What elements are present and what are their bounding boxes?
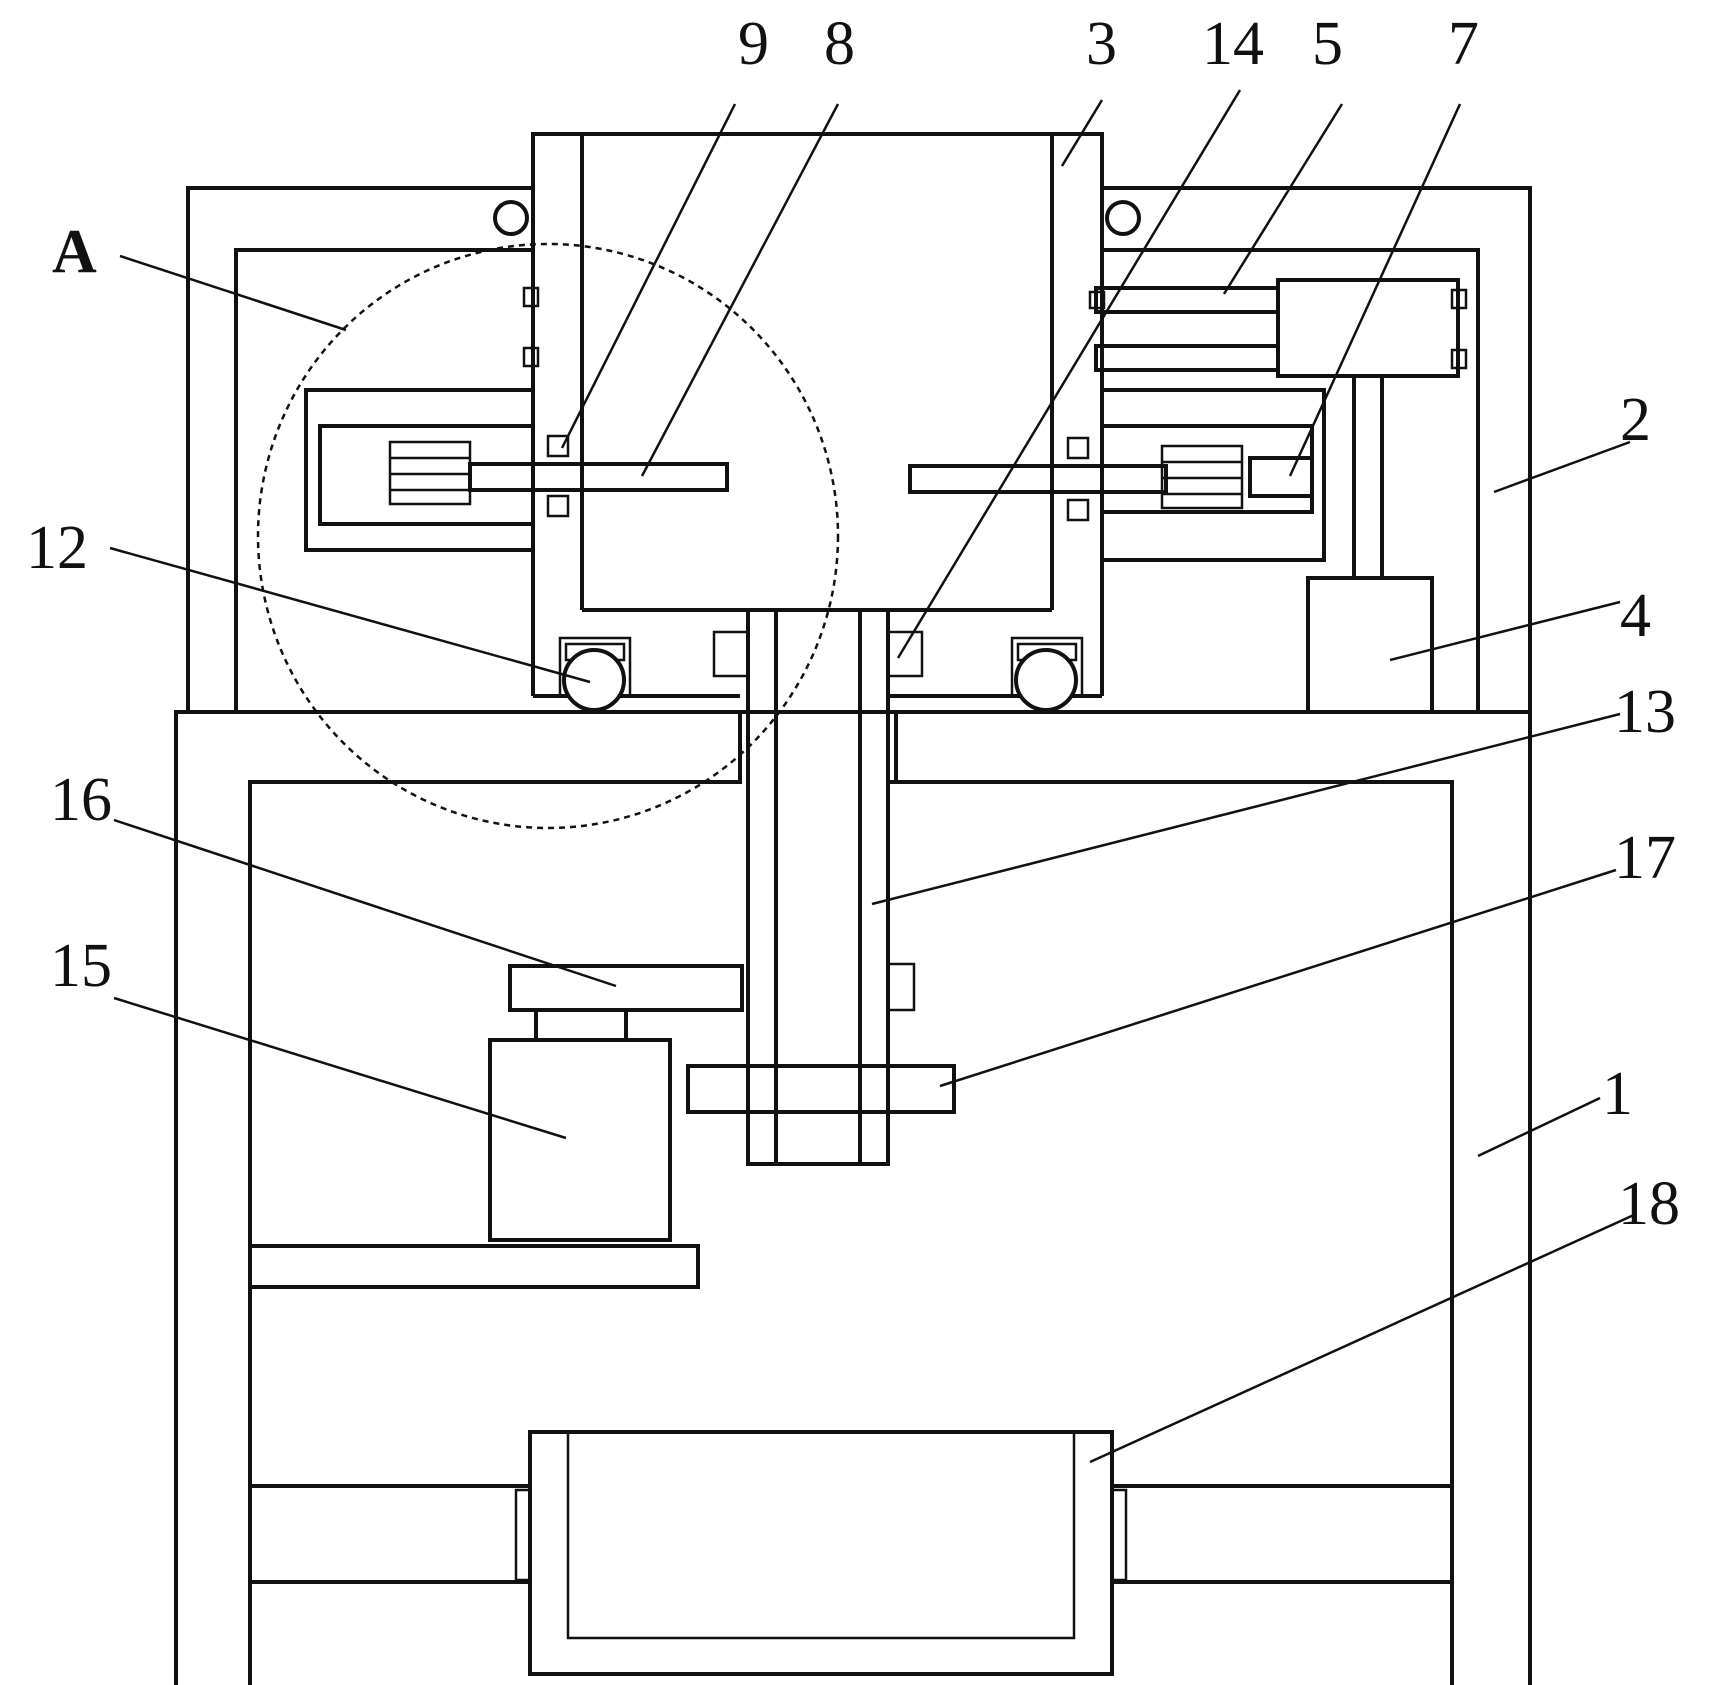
label-16: 16 bbox=[50, 766, 112, 834]
label-a: A bbox=[52, 218, 97, 286]
right-clamp bbox=[908, 388, 1326, 562]
gear-16 bbox=[508, 964, 744, 1012]
label-18: 18 bbox=[1618, 1170, 1680, 1238]
central-housing bbox=[493, 132, 1141, 698]
part-labels: A 9 8 3 14 5 7 2 12 4 13 16 17 15 1 18 bbox=[26, 10, 1680, 1238]
base-frame bbox=[174, 710, 1532, 1685]
cylinder-5 bbox=[1088, 278, 1468, 578]
label-2: 2 bbox=[1620, 386, 1651, 454]
clamp-plate-right bbox=[908, 464, 1168, 494]
motor-shelf bbox=[248, 1244, 700, 1289]
wheel-right bbox=[1014, 648, 1078, 712]
leader-9 bbox=[560, 103, 737, 449]
leader-12 bbox=[109, 546, 591, 684]
leader-17 bbox=[939, 868, 1617, 1088]
wheels bbox=[558, 636, 1084, 712]
leader-1 bbox=[1477, 1096, 1601, 1158]
leader-2 bbox=[1493, 440, 1631, 494]
leader-13 bbox=[871, 712, 1621, 906]
leader-8 bbox=[640, 103, 840, 477]
leader-a bbox=[119, 254, 347, 332]
box-4 bbox=[1306, 576, 1434, 714]
motor-assembly bbox=[488, 964, 744, 1242]
detail-circle-a bbox=[256, 242, 840, 830]
label-8: 8 bbox=[824, 10, 855, 78]
pulley-left bbox=[493, 200, 529, 236]
left-clamp bbox=[304, 388, 729, 552]
collector-box bbox=[514, 1430, 1128, 1676]
motor-15 bbox=[488, 1038, 672, 1242]
label-17: 17 bbox=[1614, 824, 1676, 892]
leader-15 bbox=[113, 996, 567, 1140]
leader-3 bbox=[1060, 99, 1104, 167]
label-5: 5 bbox=[1312, 10, 1343, 78]
leader-14 bbox=[896, 89, 1242, 659]
rod-7 bbox=[1248, 456, 1314, 498]
label-13: 13 bbox=[1614, 678, 1676, 746]
label-9: 9 bbox=[738, 10, 769, 78]
vertical-shaft bbox=[712, 608, 924, 1166]
label-12: 12 bbox=[26, 514, 88, 582]
upper-frame bbox=[186, 186, 1532, 710]
leader-18 bbox=[1089, 1212, 1637, 1464]
wheel-left bbox=[562, 648, 626, 712]
label-4: 4 bbox=[1620, 582, 1651, 650]
pulley-right bbox=[1105, 200, 1141, 236]
leader-16 bbox=[113, 818, 617, 988]
leader-4 bbox=[1389, 600, 1621, 662]
label-3: 3 bbox=[1086, 10, 1117, 78]
label-14: 14 bbox=[1202, 10, 1264, 78]
leader-5 bbox=[1222, 103, 1344, 295]
plate-17 bbox=[686, 1064, 956, 1114]
clamp-plate-left bbox=[468, 462, 729, 492]
leader-7 bbox=[1288, 103, 1462, 477]
label-15: 15 bbox=[50, 932, 112, 1000]
label-1: 1 bbox=[1602, 1060, 1633, 1128]
label-7: 7 bbox=[1448, 10, 1479, 78]
leader-lines bbox=[109, 89, 1637, 1464]
